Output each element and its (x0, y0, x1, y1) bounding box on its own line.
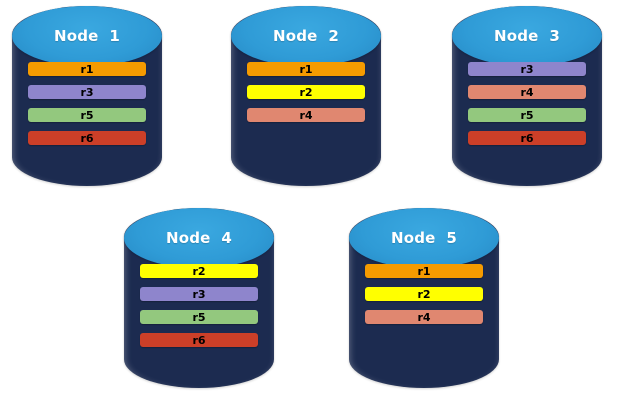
cylinder-top-icon: Node 1 (12, 6, 162, 67)
node-cylinder-1[interactable]: Node 1 r1 r3 r5 r6 (12, 6, 162, 186)
replica-label: r3 (520, 62, 534, 76)
node-label: Node 1 (53, 27, 121, 46)
cylinder-top-icon: Node 5 (349, 208, 499, 269)
replica-bar[interactable]: r1 (27, 62, 147, 76)
replica-bar[interactable]: r6 (467, 131, 587, 145)
cylinder-top-icon: Node 3 (452, 6, 602, 67)
replica-label: r2 (192, 264, 206, 278)
node-label: Node 2 (272, 27, 340, 46)
replica-list: r3 r4 r5 r6 (452, 62, 602, 145)
replica-bar[interactable]: r4 (467, 85, 587, 99)
replica-bar[interactable]: r2 (139, 264, 259, 278)
replica-label: r5 (80, 108, 94, 122)
replica-bar[interactable]: r1 (364, 264, 484, 278)
replica-bar[interactable]: r5 (467, 108, 587, 122)
cylinder-top-icon: Node 2 (231, 6, 381, 67)
replica-bar[interactable]: r6 (27, 131, 147, 145)
replica-bar[interactable]: r1 (246, 62, 366, 76)
node-label: Node 5 (390, 229, 458, 248)
node-cylinder-5[interactable]: Node 5 r1 r2 r4 (349, 208, 499, 388)
replica-label: r4 (520, 85, 534, 99)
replica-label: r6 (80, 131, 94, 145)
replica-label: r1 (417, 264, 431, 278)
replica-bar[interactable]: r5 (139, 310, 259, 324)
replica-label: r2 (299, 85, 313, 99)
node-label: Node 4 (165, 229, 233, 248)
replica-label: r1 (299, 62, 313, 76)
replica-bar[interactable]: r5 (27, 108, 147, 122)
replica-label: r5 (520, 108, 534, 122)
replica-bar[interactable]: r2 (246, 85, 366, 99)
replica-bar[interactable]: r6 (139, 333, 259, 347)
replica-label: r4 (417, 310, 431, 324)
replica-bar[interactable]: r4 (246, 108, 366, 122)
node-label: Node 3 (493, 27, 561, 46)
replica-label: r6 (192, 333, 206, 347)
replica-label: r4 (299, 108, 313, 122)
replica-bar[interactable]: r4 (364, 310, 484, 324)
replica-list: r2 r3 r5 r6 (124, 264, 274, 347)
replica-list: r1 r2 r4 (349, 264, 499, 324)
replica-list: r1 r3 r5 r6 (12, 62, 162, 145)
replica-label: r2 (417, 287, 431, 301)
replica-bar[interactable]: r2 (364, 287, 484, 301)
replica-label: r1 (80, 62, 94, 76)
replica-label: r6 (520, 131, 534, 145)
cylinder-top-icon: Node 4 (124, 208, 274, 269)
replica-label: r5 (192, 310, 206, 324)
node-cylinder-2[interactable]: Node 2 r1 r2 r4 (231, 6, 381, 186)
replica-label: r3 (192, 287, 206, 301)
replica-bar[interactable]: r3 (139, 287, 259, 301)
node-cylinder-3[interactable]: Node 3 r3 r4 r5 r6 (452, 6, 602, 186)
replica-list: r1 r2 r4 (231, 62, 381, 122)
replica-label: r3 (80, 85, 94, 99)
node-cylinder-4[interactable]: Node 4 r2 r3 r5 r6 (124, 208, 274, 388)
replica-bar[interactable]: r3 (467, 62, 587, 76)
replica-bar[interactable]: r3 (27, 85, 147, 99)
